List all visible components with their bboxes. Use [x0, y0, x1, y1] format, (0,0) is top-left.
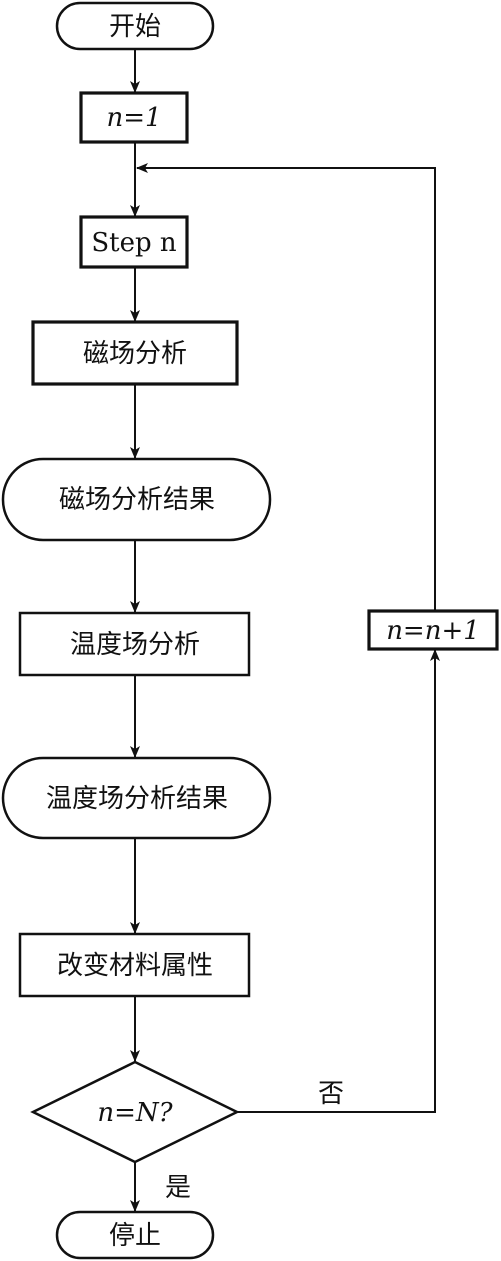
step-box	[79, 215, 189, 269]
init-label: n=1	[106, 103, 161, 133]
yes-branch-label: 是	[165, 1173, 191, 1203]
edge-decision-increment	[237, 649, 440, 1113]
temperature-analysis-box	[18, 611, 251, 677]
increment-box	[367, 609, 499, 651]
node-increment: n=n+1	[367, 609, 499, 651]
start-label: 开始	[109, 12, 161, 42]
node-init: n=1	[79, 91, 189, 144]
node-decision: n=N?	[30, 1060, 240, 1164]
edge-increment-loop	[136, 163, 436, 610]
step-label: Step n	[91, 228, 177, 258]
node-change-material: 改变材料属性	[18, 932, 251, 998]
node-start: 开始	[55, 1, 215, 51]
change-material-box	[18, 932, 251, 998]
stop-label: 停止	[109, 1221, 161, 1251]
node-stop: 停止	[55, 1210, 215, 1260]
magnetic-analysis-box	[31, 320, 239, 386]
decision-label: n=N?	[97, 1098, 173, 1128]
temperature-result-terminal	[1, 756, 272, 840]
magnetic-result-terminal	[1, 457, 272, 542]
no-branch-label: 否	[318, 1079, 344, 1109]
magnetic-result-label: 磁场分析结果	[59, 485, 215, 515]
node-temperature-analysis: 温度场分析	[18, 611, 251, 677]
stop-terminal	[55, 1210, 215, 1260]
node-temperature-result: 温度场分析结果	[1, 756, 272, 840]
decision-diamond	[30, 1060, 240, 1164]
start-terminal	[55, 1, 215, 51]
node-magnetic-result: 磁场分析结果	[1, 457, 272, 542]
connectors	[130, 49, 440, 1212]
increment-label: n=n+1	[386, 616, 480, 646]
init-box	[79, 91, 189, 144]
node-magnetic-analysis: 磁场分析	[31, 320, 239, 386]
temperature-analysis-label: 温度场分析	[70, 630, 200, 660]
magnetic-analysis-label: 磁场分析	[83, 339, 187, 369]
node-step: Step n	[79, 215, 189, 269]
change-material-label: 改变材料属性	[57, 951, 213, 981]
temperature-result-label: 温度场分析结果	[46, 784, 228, 814]
